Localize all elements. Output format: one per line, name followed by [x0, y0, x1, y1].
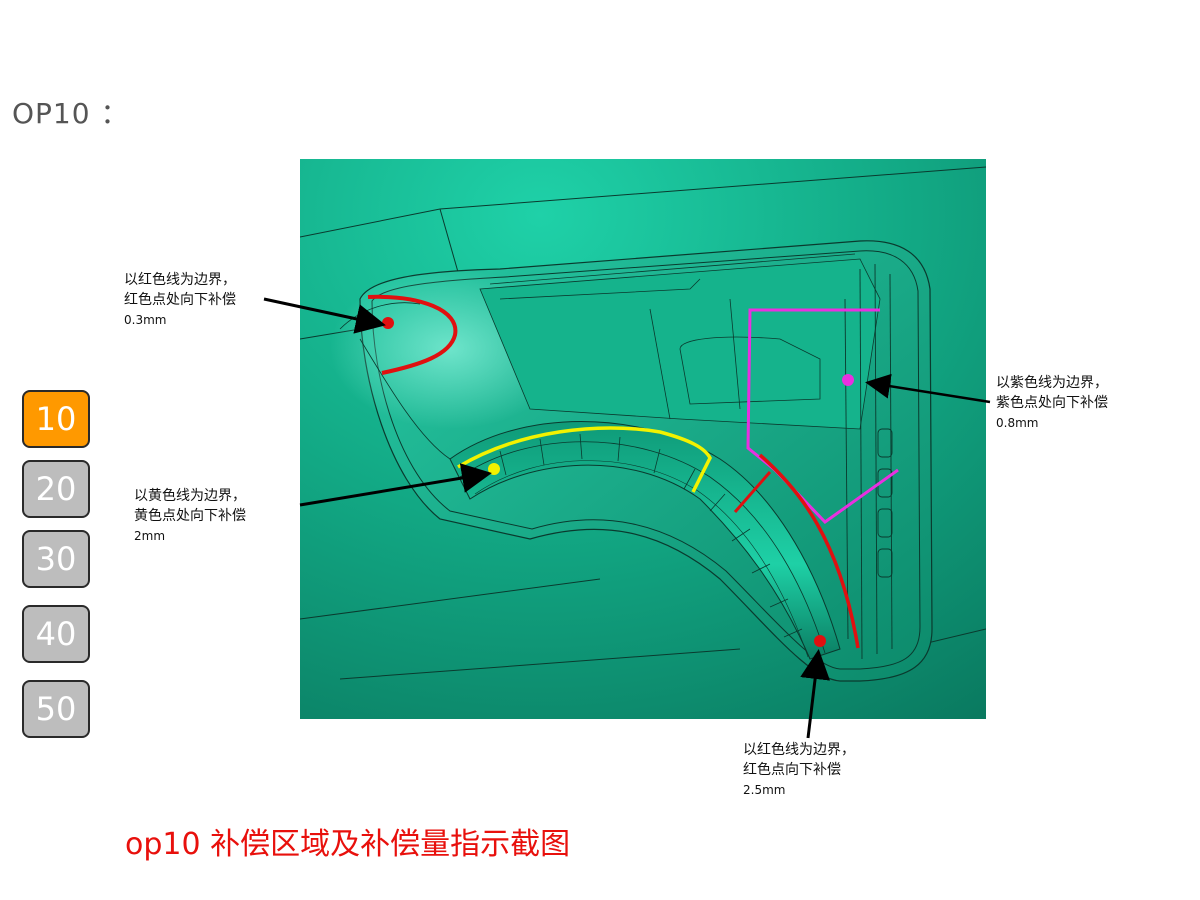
note-right-line2: 紫色点处向下补偿: [996, 395, 1108, 411]
caption: op10 补偿区域及补偿量指示截图: [125, 827, 571, 862]
note-bottom-line2: 红色点向下补偿: [743, 762, 841, 778]
page-title: OP10 ：: [12, 97, 130, 130]
note-bottom-line1: 以红色线为边界，: [743, 742, 855, 758]
op-button-10[interactable]: 10: [22, 390, 90, 448]
note-right-value: 0.8mm: [996, 416, 1039, 430]
op-button-40[interactable]: 40: [22, 605, 90, 663]
note-top-left-value: 0.3mm: [124, 313, 167, 327]
note-mid-left: 以黄色线为边界， 黄色点处向下补偿 2mm: [134, 486, 246, 546]
op-button-20[interactable]: 20: [22, 460, 90, 518]
note-mid-left-value: 2mm: [134, 529, 166, 543]
note-top-left: 以红色线为边界， 红色点处向下补偿 0.3mm: [124, 270, 236, 330]
note-top-left-line1: 以红色线为边界，: [124, 272, 236, 288]
note-bottom: 以红色线为边界， 红色点向下补偿 2.5mm: [743, 740, 855, 800]
op-button-30[interactable]: 30: [22, 530, 90, 588]
note-mid-left-line2: 黄色点处向下补偿: [134, 508, 246, 524]
note-right-line1: 以紫色线为边界，: [996, 375, 1108, 391]
cad-model-image: [300, 159, 986, 719]
note-bottom-value: 2.5mm: [743, 783, 786, 797]
note-mid-left-line1: 以黄色线为边界，: [134, 488, 246, 504]
note-right: 以紫色线为边界， 紫色点处向下补偿 0.8mm: [996, 373, 1108, 433]
op-button-50[interactable]: 50: [22, 680, 90, 738]
note-top-left-line2: 红色点处向下补偿: [124, 292, 236, 308]
